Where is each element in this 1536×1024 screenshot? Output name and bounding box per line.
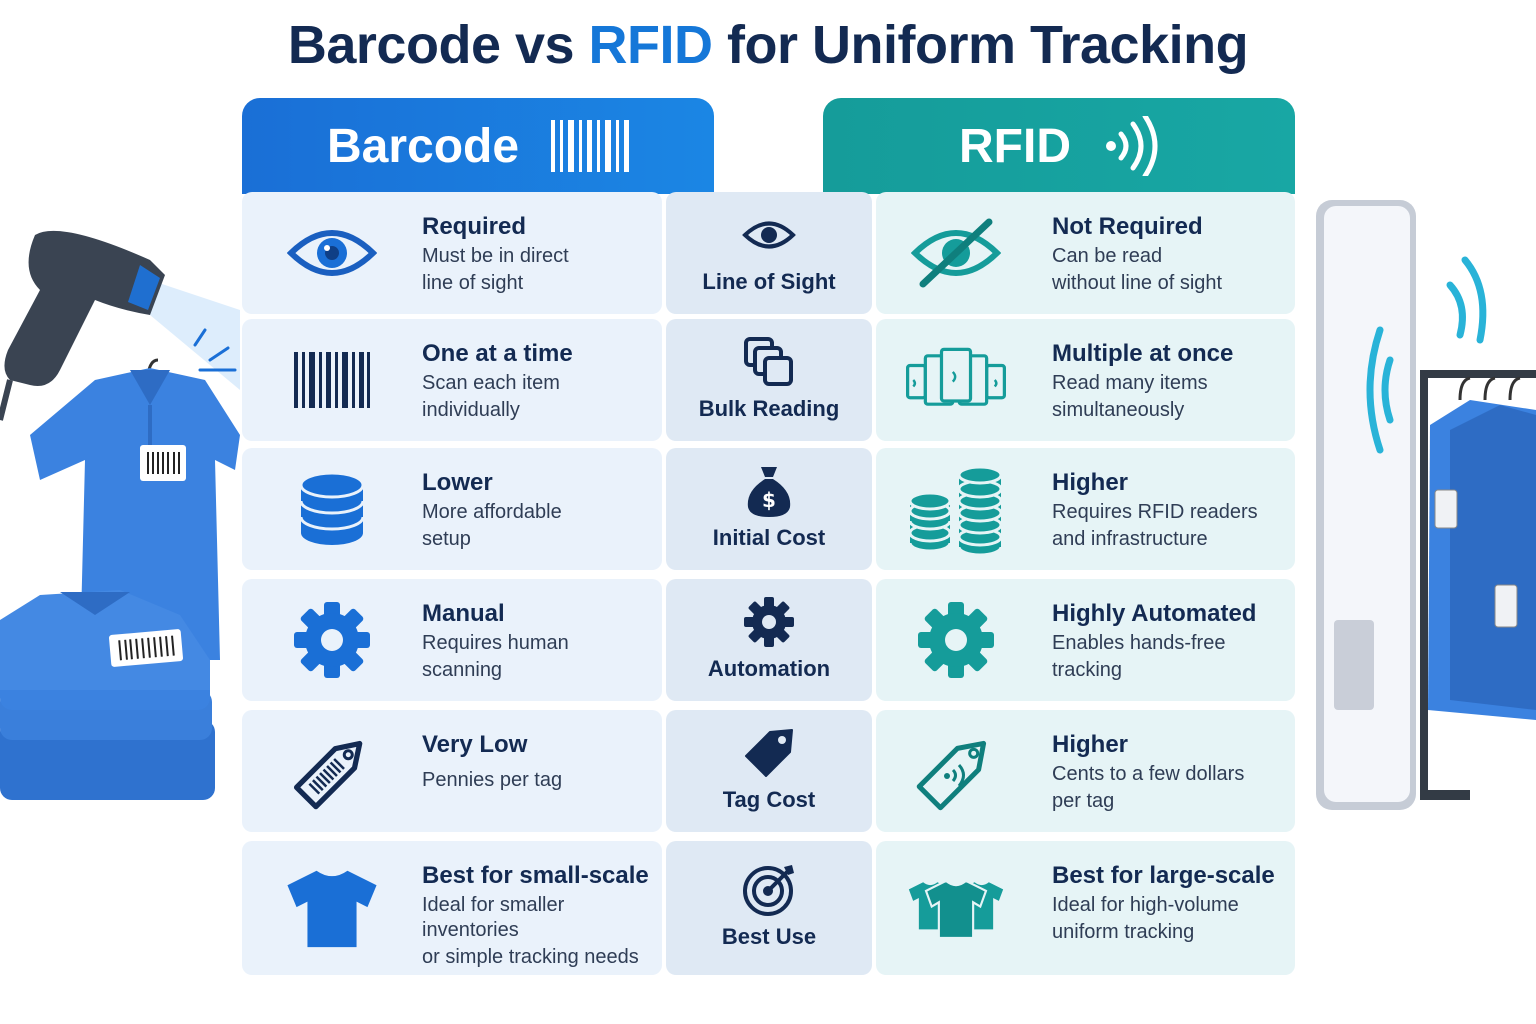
- barcode-scanner-illustration: [0, 230, 240, 800]
- criterion-label: Automation: [707, 656, 831, 681]
- eye-icon: [742, 211, 796, 259]
- barcode-heading: Very Low: [422, 731, 528, 758]
- barcode-detail: Requires human: [422, 632, 569, 654]
- eye-icon: [282, 208, 382, 298]
- barcode-icon: [551, 120, 630, 172]
- criterion-label: Tag Cost: [722, 787, 816, 812]
- barcode-detail: Scan each item: [422, 372, 560, 394]
- criterion-label: Bulk Reading: [698, 396, 840, 421]
- rfid-column-title: RFID: [959, 119, 1071, 173]
- rfid-heading: Multiple at once: [1052, 340, 1234, 367]
- tshirt-icon: [282, 863, 382, 953]
- title-part-1: Barcode vs: [287, 15, 589, 75]
- rfid-detail: tracking: [1052, 659, 1123, 681]
- barcode-detail: line of sight: [422, 272, 524, 294]
- rfid-detail: Read many items: [1052, 372, 1208, 394]
- gear-icon: [743, 597, 795, 647]
- rfid-detail: per tag: [1052, 790, 1115, 812]
- rfid-detail: uniform tracking: [1052, 921, 1195, 943]
- coin-stack-icon: [282, 464, 382, 554]
- barcode-heading: One at a time: [422, 340, 573, 367]
- criterion-cell: $ Initial Cost: [666, 448, 872, 570]
- barcode-detail: scanning: [422, 659, 503, 681]
- rfid-detail: and infrastructure: [1052, 528, 1208, 550]
- barcode-detail: More affordable: [422, 501, 562, 523]
- wireless-signal-icon: [1105, 116, 1158, 176]
- money-bag-icon: $: [746, 467, 792, 517]
- tag-icon: [742, 729, 796, 777]
- rfid-heading: Higher: [1052, 731, 1129, 758]
- barcode-detail: Pennies per tag: [422, 769, 563, 791]
- rfid-detail: Cents to a few dollars: [1052, 763, 1245, 785]
- barcode-heading: Required: [422, 213, 527, 240]
- criterion-label: Initial Cost: [712, 525, 826, 550]
- page-title: Barcode vs RFID for Uniform Tracking: [0, 14, 1536, 76]
- rfid-heading: Best for large-scale: [1052, 862, 1275, 889]
- barcode-heading: Lower: [422, 469, 493, 496]
- gear-icon: [906, 595, 1006, 685]
- rfid-detail: Ideal for high-volume: [1052, 894, 1239, 916]
- rfid-detail: simultaneously: [1052, 399, 1185, 421]
- criterion-label: Best Use: [721, 924, 817, 949]
- rfid-column-header: RFID: [823, 98, 1295, 194]
- rfid-detail: Can be read: [1052, 245, 1163, 267]
- criterion-cell: Best Use: [666, 841, 872, 975]
- barcode-detail: individually: [422, 399, 520, 421]
- rfid-gate-illustration: [1316, 200, 1536, 810]
- title-part-3: for Uniform Tracking: [712, 15, 1249, 75]
- rfid-detail: without line of sight: [1052, 272, 1223, 294]
- svg-text:$: $: [762, 488, 776, 512]
- rfid-tag-icon: [906, 726, 1006, 816]
- barcode-detail: Ideal for smaller inventories: [422, 894, 565, 941]
- copy-stack-icon: [743, 337, 795, 386]
- coin-stacks-icon: [906, 464, 1006, 557]
- barcode-detail: or simple tracking needs: [422, 946, 639, 968]
- barcode-heading: Best for small-scale: [422, 862, 649, 889]
- rfid-heading: Highly Automated: [1052, 600, 1257, 627]
- gear-icon: [282, 595, 382, 685]
- barcode-column-header: Barcode: [242, 98, 714, 194]
- target-icon: [742, 865, 796, 916]
- rfid-heading: Higher: [1052, 469, 1129, 496]
- criterion-label: Line of Sight: [702, 269, 836, 294]
- barcode-tag-icon: [282, 726, 382, 816]
- barcode-heading: Manual: [422, 600, 505, 627]
- title-part-2: RFID: [588, 15, 713, 75]
- rfid-detail: Requires RFID readers: [1052, 501, 1258, 523]
- barcode-column-title: Barcode: [326, 119, 520, 173]
- criterion-cell: Line of Sight: [666, 192, 872, 314]
- rfid-detail: Enables hands-free: [1052, 632, 1226, 654]
- rfid-tags-icon: [906, 335, 1006, 425]
- barcode-detail: setup: [422, 528, 471, 550]
- rfid-heading: Not Required: [1052, 213, 1203, 240]
- eye-slash-icon: [906, 208, 1006, 298]
- criterion-cell: Bulk Reading: [666, 319, 872, 441]
- barcode-detail: Must be in direct: [422, 245, 569, 267]
- criterion-cell: Automation: [666, 579, 872, 701]
- criterion-cell: Tag Cost: [666, 710, 872, 832]
- barcode-icon: [282, 335, 382, 425]
- tshirts-icon: [906, 863, 1006, 953]
